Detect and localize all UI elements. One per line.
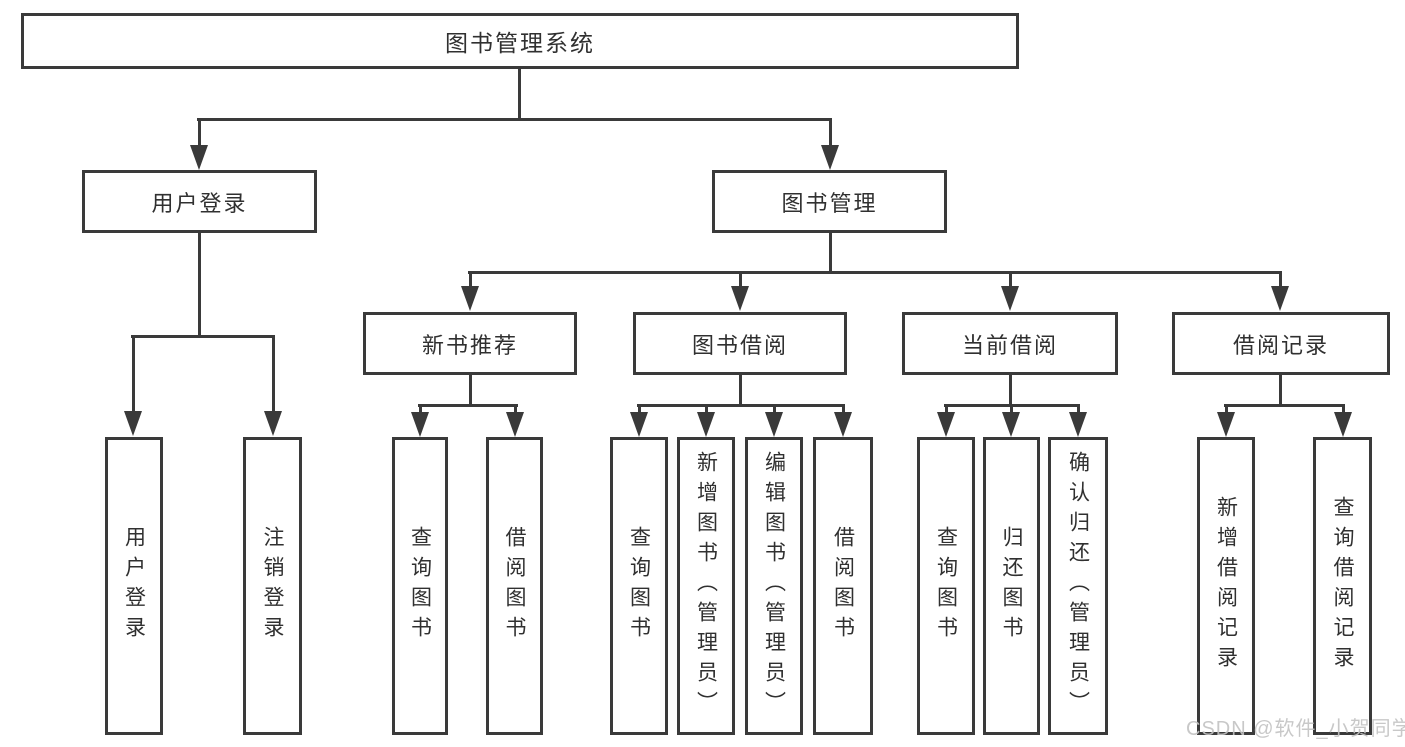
connector-line bbox=[197, 118, 831, 121]
connector-line bbox=[1342, 404, 1345, 416]
connector-line bbox=[829, 118, 832, 150]
arrowhead-icon bbox=[264, 411, 282, 436]
connector-line bbox=[637, 404, 845, 407]
connector-line bbox=[638, 404, 641, 416]
arrowhead-icon bbox=[461, 286, 479, 311]
connector-line bbox=[198, 118, 201, 150]
leaf-newbook-query: 查询图书 bbox=[392, 437, 448, 735]
arrowhead-icon bbox=[834, 412, 852, 437]
arrowhead-icon bbox=[697, 412, 715, 437]
node-root-library-system: 图书管理系统 bbox=[21, 13, 1019, 69]
connector-line bbox=[469, 375, 472, 407]
connector-line bbox=[1009, 375, 1012, 407]
connector-line bbox=[419, 404, 422, 416]
connector-line bbox=[1009, 271, 1012, 291]
connector-line bbox=[132, 335, 135, 413]
arrowhead-icon bbox=[190, 145, 208, 170]
connector-line bbox=[469, 271, 472, 291]
leaf-borrow-add-admin: 新增图书（管理员） bbox=[677, 437, 735, 735]
arrowhead-icon bbox=[1002, 412, 1020, 437]
connector-line bbox=[418, 404, 518, 407]
node-borrow-record: 借阅记录 bbox=[1172, 312, 1390, 375]
connector-line bbox=[1279, 375, 1282, 407]
arrowhead-icon bbox=[821, 145, 839, 170]
node-book-management: 图书管理 bbox=[712, 170, 947, 233]
connector-line bbox=[739, 271, 742, 291]
connector-line bbox=[1077, 404, 1080, 416]
leaf-current-query: 查询图书 bbox=[917, 437, 975, 735]
leaf-record-query: 查询借阅记录 bbox=[1313, 437, 1372, 735]
connector-line bbox=[945, 404, 948, 416]
leaf-borrow-edit-admin: 编辑图书（管理员） bbox=[745, 437, 803, 735]
connector-line bbox=[739, 375, 742, 407]
connector-line bbox=[514, 404, 517, 416]
connector-line bbox=[272, 335, 275, 413]
connector-line bbox=[829, 233, 832, 274]
connector-line bbox=[842, 404, 845, 416]
csdn-watermark: CSDN @软件_小贺同学 bbox=[1186, 718, 1405, 740]
arrowhead-icon bbox=[1001, 286, 1019, 311]
arrowhead-icon bbox=[1271, 286, 1289, 311]
node-current-borrow: 当前借阅 bbox=[902, 312, 1118, 375]
connector-line bbox=[1225, 404, 1228, 416]
leaf-newbook-borrow: 借阅图书 bbox=[486, 437, 543, 735]
arrowhead-icon bbox=[731, 286, 749, 311]
node-new-book-recommend: 新书推荐 bbox=[363, 312, 577, 375]
leaf-current-return: 归还图书 bbox=[983, 437, 1040, 735]
arrowhead-icon bbox=[1334, 412, 1352, 437]
arrowhead-icon bbox=[124, 411, 142, 436]
arrowhead-icon bbox=[1069, 412, 1087, 437]
connector-line bbox=[1010, 404, 1013, 416]
arrowhead-icon bbox=[506, 412, 524, 437]
connector-line bbox=[131, 335, 275, 338]
leaf-record-add: 新增借阅记录 bbox=[1197, 437, 1255, 735]
leaf-borrow-query: 查询图书 bbox=[610, 437, 668, 735]
node-book-borrow: 图书借阅 bbox=[633, 312, 847, 375]
connector-line bbox=[705, 404, 708, 416]
connector-line bbox=[1279, 271, 1282, 291]
leaf-current-confirm-admin: 确认归还（管理员） bbox=[1048, 437, 1108, 735]
connector-line bbox=[773, 404, 776, 416]
connector-line bbox=[198, 233, 201, 338]
leaf-logout: 注销登录 bbox=[243, 437, 302, 735]
connector-line bbox=[468, 271, 1282, 274]
node-user-login: 用户登录 bbox=[82, 170, 317, 233]
connector-line bbox=[518, 69, 521, 120]
arrowhead-icon bbox=[411, 412, 429, 437]
arrowhead-icon bbox=[765, 412, 783, 437]
leaf-borrow-book: 借阅图书 bbox=[813, 437, 873, 735]
arrowhead-icon bbox=[937, 412, 955, 437]
leaf-user-login: 用户登录 bbox=[105, 437, 163, 735]
arrowhead-icon bbox=[630, 412, 648, 437]
connector-line bbox=[1224, 404, 1345, 407]
arrowhead-icon bbox=[1217, 412, 1235, 437]
